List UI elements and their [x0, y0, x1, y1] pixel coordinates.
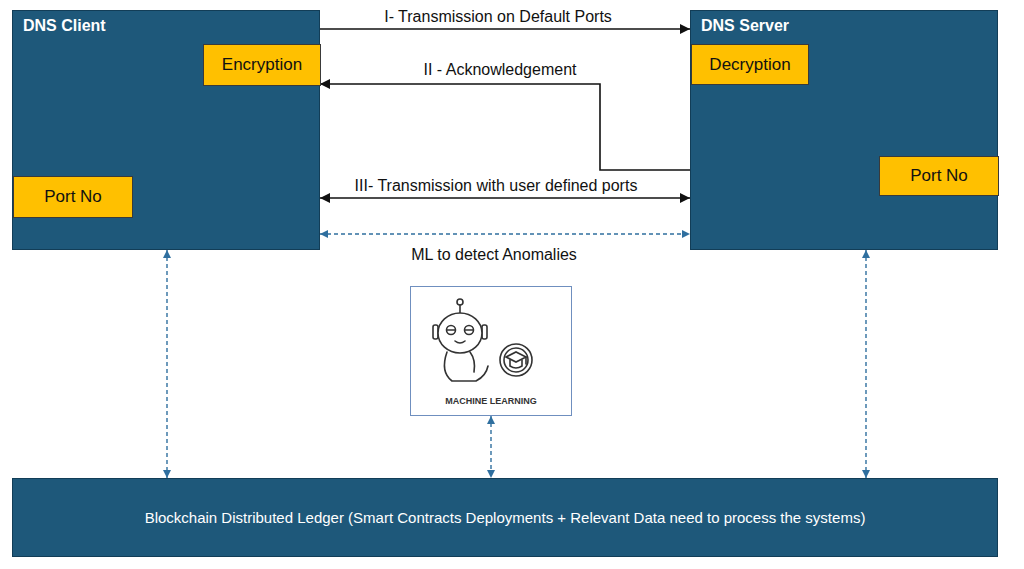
- node-text: DNS Client: [23, 17, 106, 35]
- dashed-connector: [166, 250, 167, 478]
- node-text: Port No: [44, 187, 102, 207]
- dashed-connector: [865, 250, 866, 478]
- edge-label: I- Transmission on Default Ports: [382, 8, 614, 26]
- dashed-connector: [490, 416, 491, 478]
- arrow-connector: [320, 28, 690, 30]
- edge-label: II - Acknowledgement: [422, 61, 579, 79]
- node-text: MACHINE LEARNING: [445, 396, 537, 406]
- node-text: Encryption: [222, 55, 302, 75]
- port-box: Port No: [879, 156, 999, 196]
- edge-label: III- Transmission with user defined port…: [353, 177, 640, 195]
- server-box: DNS ServerDecryptionPort No: [690, 10, 998, 250]
- ml-box: MACHINE LEARNING: [410, 286, 572, 416]
- port-box: Port No: [13, 176, 133, 218]
- node-text: DNS Server: [701, 17, 789, 35]
- decryption-box: Decryption: [691, 44, 809, 85]
- client-box: DNS ClientEncryptionPort No: [12, 10, 320, 250]
- node-text: Port No: [910, 166, 968, 186]
- node-text: Decryption: [709, 55, 790, 75]
- arrow-connector: [320, 197, 690, 199]
- edge-label: ML to detect Anomalies: [409, 246, 579, 264]
- ledger-band: Blockchain Distributed Ledger (Smart Con…: [12, 478, 998, 557]
- dashed-connector: [320, 233, 690, 234]
- node-text: Blockchain Distributed Ledger (Smart Con…: [145, 509, 866, 526]
- encryption-box: Encryption: [203, 44, 321, 86]
